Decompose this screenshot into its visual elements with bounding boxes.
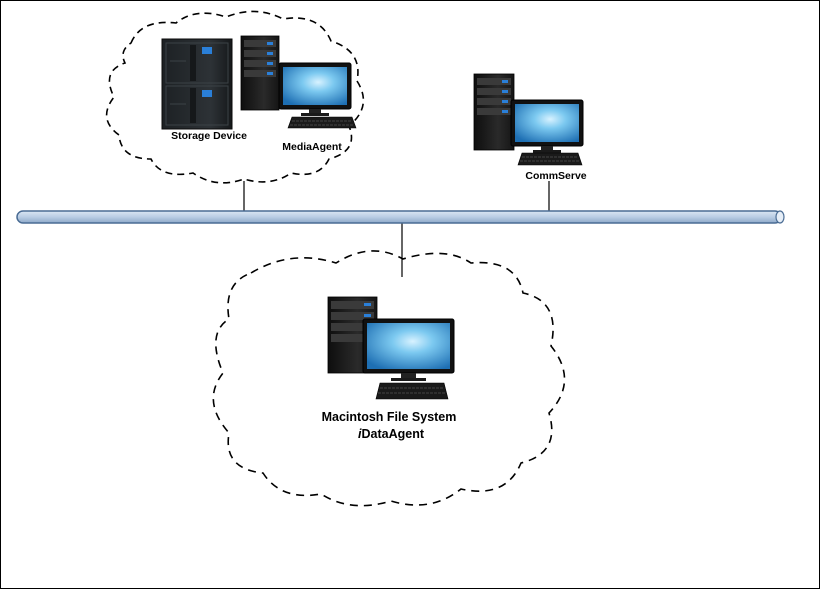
client-label-line1: Macintosh File System: [322, 410, 457, 424]
storage-device-label: Storage Device: [171, 130, 247, 142]
comm-serve-label: CommServe: [525, 170, 586, 182]
comm-serve-monitor-icon: [510, 99, 584, 153]
storage-device-icon: [161, 38, 233, 130]
comm-serve-server-icon: [473, 73, 515, 151]
network-bus: [16, 210, 785, 224]
media-agent-keyboard-icon: [287, 116, 357, 129]
client-label-rest: DataAgent: [361, 427, 424, 441]
cloud-boundary-top: [105, 10, 365, 184]
client-monitor-icon: [362, 318, 455, 381]
client-keyboard-icon: [375, 382, 449, 400]
client-label-prefix: i: [358, 427, 362, 441]
client-label-line2: iDataAgent: [358, 427, 425, 441]
media-agent-server-icon: [240, 35, 280, 111]
comm-serve-keyboard-icon: [517, 152, 583, 166]
cloud-boundary-client: [212, 250, 566, 507]
media-agent-monitor-icon: [278, 62, 352, 116]
media-agent-label: MediaAgent: [282, 141, 342, 153]
